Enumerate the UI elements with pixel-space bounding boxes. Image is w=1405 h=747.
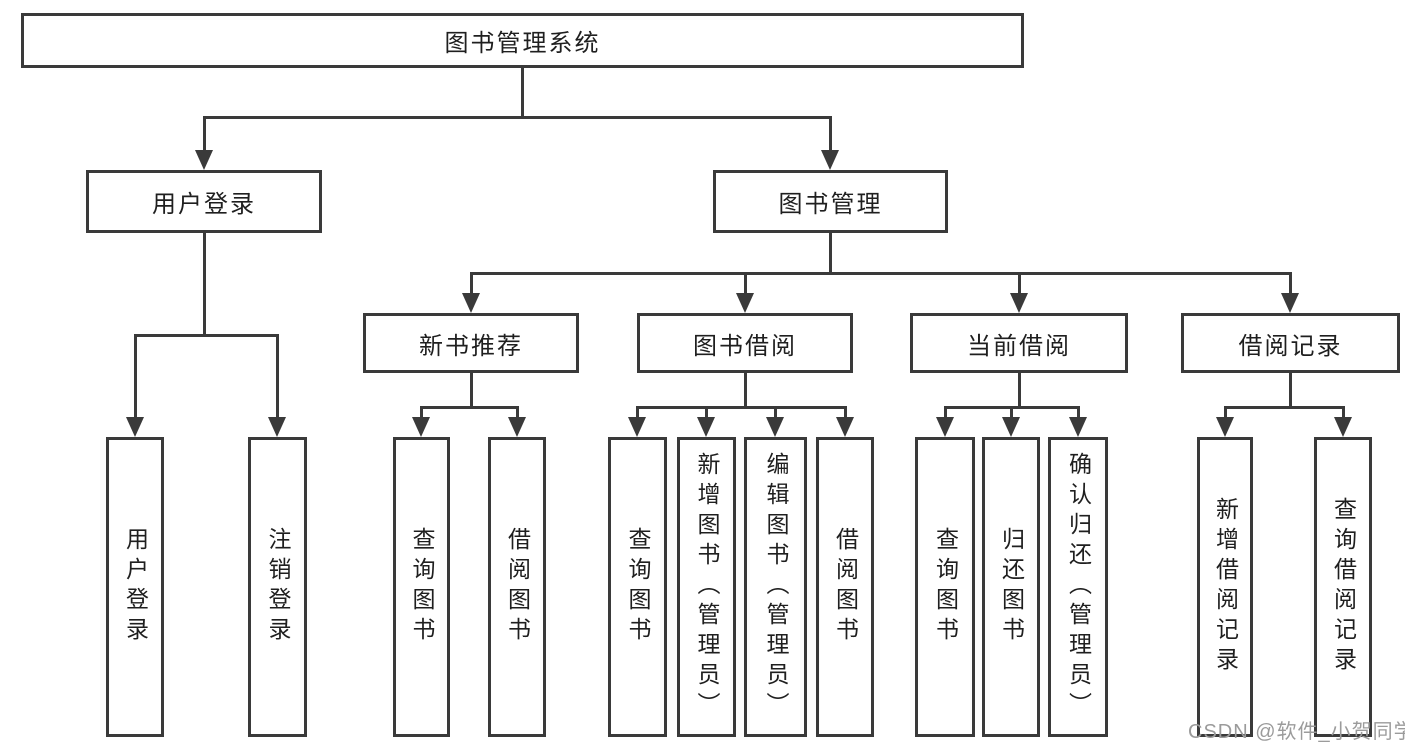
arrow-down-icon: [126, 417, 144, 437]
node-label: 借阅图书: [832, 527, 859, 647]
node-current-borrowing: 当前借阅: [910, 313, 1128, 373]
connector-drop: [134, 335, 137, 419]
connector-stem: [203, 233, 206, 337]
arrow-down-icon: [1069, 417, 1087, 437]
leaf-query-borrow-record: 查询借阅记录: [1314, 437, 1372, 737]
node-new-book-recommendation: 新书推荐: [363, 313, 579, 373]
connector-drop: [944, 407, 947, 419]
arrow-down-icon: [508, 417, 526, 437]
connector-branch: [636, 406, 847, 409]
connector-drop: [1289, 273, 1292, 295]
node-borrowing-records: 借阅记录: [1181, 313, 1400, 373]
node-label: 查询图书: [625, 527, 651, 647]
arrow-down-icon: [821, 150, 839, 170]
leaf-add-book-admin: 新增图书（管理员）: [677, 437, 736, 737]
arrow-down-icon: [412, 417, 430, 437]
arrow-down-icon: [1002, 417, 1020, 437]
leaf-user-login: 用户登录: [106, 437, 164, 737]
leaf-add-borrow-record: 新增借阅记录: [1197, 437, 1253, 737]
node-label: 借阅图书: [504, 527, 531, 647]
connector-branch: [470, 272, 1292, 275]
connector-stem: [521, 68, 524, 119]
csdn-watermark: CSDN @软件_小贺同学: [1188, 721, 1405, 743]
leaf-logout: 注销登录: [248, 437, 307, 737]
connector-drop: [774, 407, 777, 419]
arrow-down-icon: [628, 417, 646, 437]
node-user-login: 用户登录: [86, 170, 322, 233]
connector-drop: [636, 407, 639, 419]
node-book-borrowing: 图书借阅: [637, 313, 853, 373]
connector-drop: [1224, 407, 1227, 419]
node-label: 图书借阅: [693, 332, 797, 360]
node-label: 借阅记录: [1238, 332, 1343, 360]
node-label: 查询图书: [409, 527, 435, 647]
arrow-down-icon: [936, 417, 954, 437]
node-label: 归还图书: [998, 527, 1025, 647]
connector-drop: [705, 407, 708, 419]
arrow-down-icon: [766, 417, 784, 437]
leaf-return-book: 归还图书: [982, 437, 1040, 737]
connector-drop: [516, 407, 519, 419]
connector-drop: [829, 117, 832, 152]
connector-drop: [1018, 273, 1021, 295]
connector-drop: [203, 117, 206, 152]
connector-drop: [276, 335, 279, 419]
arrow-down-icon: [195, 150, 213, 170]
node-label: 确认归还（管理员）: [1065, 452, 1092, 722]
arrow-down-icon: [1334, 417, 1352, 437]
connector-drop: [844, 407, 847, 419]
leaf-query-books-borrowing: 查询图书: [608, 437, 667, 737]
arrow-down-icon: [462, 293, 480, 313]
node-label: 用户登录: [152, 191, 256, 218]
node-label: 查询图书: [932, 527, 959, 647]
node-label: 新书推荐: [419, 332, 523, 360]
arrow-down-icon: [836, 417, 854, 437]
leaf-query-books-current: 查询图书: [915, 437, 975, 737]
node-book-management: 图书管理: [713, 170, 948, 233]
node-label: 用户登录: [122, 527, 149, 647]
arrow-down-icon: [268, 417, 286, 437]
connector-branch: [134, 334, 279, 337]
connector-branch: [1224, 406, 1345, 409]
connector-drop: [420, 407, 423, 419]
node-label: 图书管理: [778, 191, 883, 218]
node-root-library-system: 图书管理系统: [21, 13, 1024, 68]
arrow-down-icon: [1281, 293, 1299, 313]
connector-drop: [744, 273, 747, 295]
connector-branch: [420, 406, 519, 409]
connector-stem: [1018, 373, 1021, 409]
connector-drop: [470, 273, 473, 295]
node-label: 查询借阅记录: [1330, 497, 1357, 677]
node-label: 注销登录: [265, 527, 291, 647]
node-label: 新增借阅记录: [1212, 497, 1239, 677]
connector-drop: [1010, 407, 1013, 419]
leaf-borrow-books-borrowing: 借阅图书: [816, 437, 874, 737]
node-label: 当前借阅: [967, 332, 1071, 360]
connector-drop: [1342, 407, 1345, 419]
connector-stem: [744, 373, 747, 409]
leaf-query-books-recommend: 查询图书: [393, 437, 450, 737]
connector-branch: [203, 116, 832, 119]
connector-stem: [1289, 373, 1292, 409]
leaf-borrow-books-recommend: 借阅图书: [488, 437, 546, 737]
arrow-down-icon: [697, 417, 715, 437]
node-label: 新增图书（管理员）: [694, 452, 720, 722]
connector-stem: [829, 233, 832, 275]
leaf-edit-book-admin: 编辑图书（管理员）: [744, 437, 807, 737]
node-label: 图书管理系统: [444, 30, 601, 57]
connector-drop: [1077, 407, 1080, 419]
node-label: 编辑图书（管理员）: [763, 452, 789, 722]
arrow-down-icon: [736, 293, 754, 313]
arrow-down-icon: [1010, 293, 1028, 313]
arrow-down-icon: [1216, 417, 1234, 437]
leaf-confirm-return-admin: 确认归还（管理员）: [1048, 437, 1108, 737]
connector-stem: [470, 373, 473, 409]
